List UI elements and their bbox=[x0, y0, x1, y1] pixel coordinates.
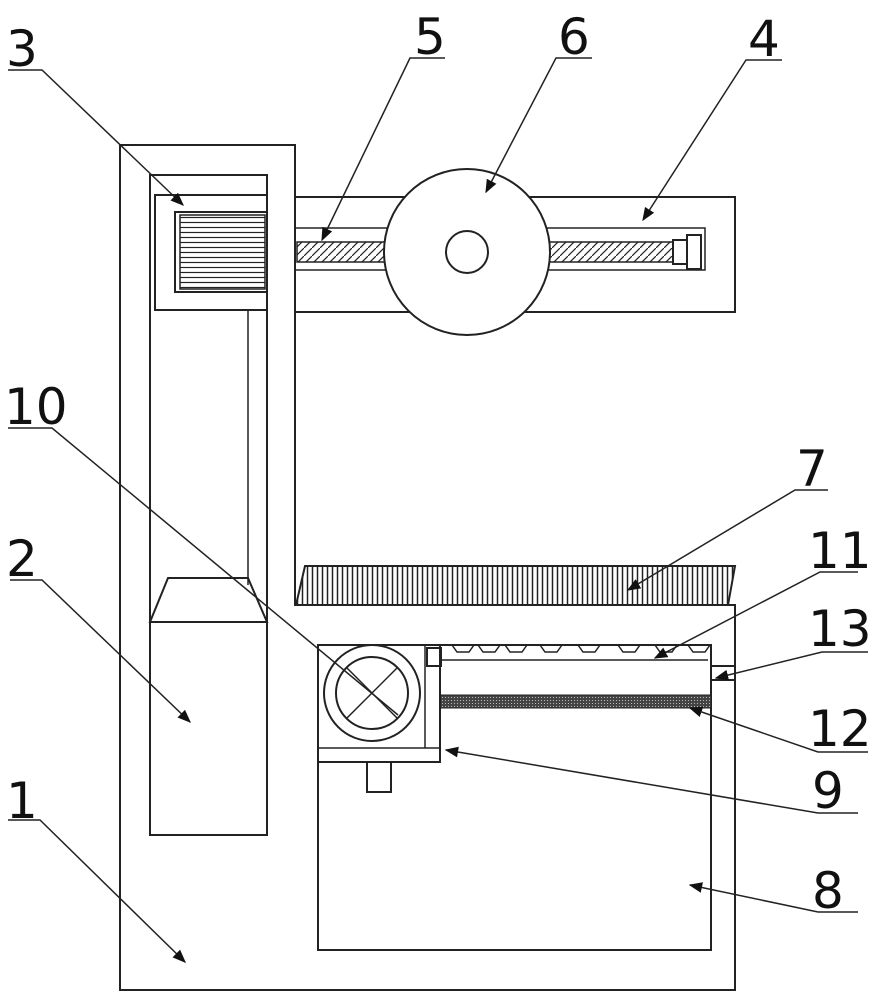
collection-tank bbox=[317, 644, 712, 951]
callout-4: 4 bbox=[748, 10, 780, 68]
callout-3: 3 bbox=[6, 20, 38, 78]
leader-5 bbox=[321, 57, 445, 242]
leader-4 bbox=[642, 59, 782, 222]
leader-2 bbox=[10, 579, 191, 723]
frame bbox=[119, 144, 736, 991]
grate bbox=[294, 565, 737, 606]
leader-8 bbox=[688, 882, 858, 913]
leader-9 bbox=[444, 746, 858, 814]
callout-9: 9 bbox=[812, 762, 844, 820]
lift-block bbox=[148, 577, 269, 836]
callout-1: 1 bbox=[6, 772, 38, 830]
callout-8: 8 bbox=[812, 862, 844, 920]
callout-6: 6 bbox=[558, 8, 590, 66]
callout-11: 11 bbox=[808, 522, 872, 580]
callout-10: 10 bbox=[4, 378, 68, 436]
callout-2: 2 bbox=[6, 530, 38, 588]
spray-pipe bbox=[426, 644, 711, 667]
leader-10 bbox=[8, 427, 399, 716]
callout-12: 12 bbox=[808, 700, 872, 758]
leaders bbox=[8, 57, 868, 963]
leader-3 bbox=[8, 69, 184, 206]
callout-5: 5 bbox=[414, 8, 446, 66]
leader-6 bbox=[485, 57, 592, 194]
callout-13: 13 bbox=[808, 600, 872, 658]
leader-12 bbox=[688, 706, 868, 753]
leader-13 bbox=[714, 651, 868, 681]
leader-1 bbox=[8, 819, 186, 963]
filter-mesh bbox=[439, 694, 712, 709]
leader-7 bbox=[626, 489, 828, 591]
callout-7: 7 bbox=[796, 440, 828, 498]
grinding-wheel bbox=[383, 168, 551, 336]
vertical-column bbox=[149, 174, 268, 836]
callout-labels: 1 2 3 4 5 6 7 8 9 10 11 12 13 bbox=[4, 8, 872, 920]
outlet bbox=[710, 665, 736, 681]
leader-11 bbox=[653, 571, 858, 659]
